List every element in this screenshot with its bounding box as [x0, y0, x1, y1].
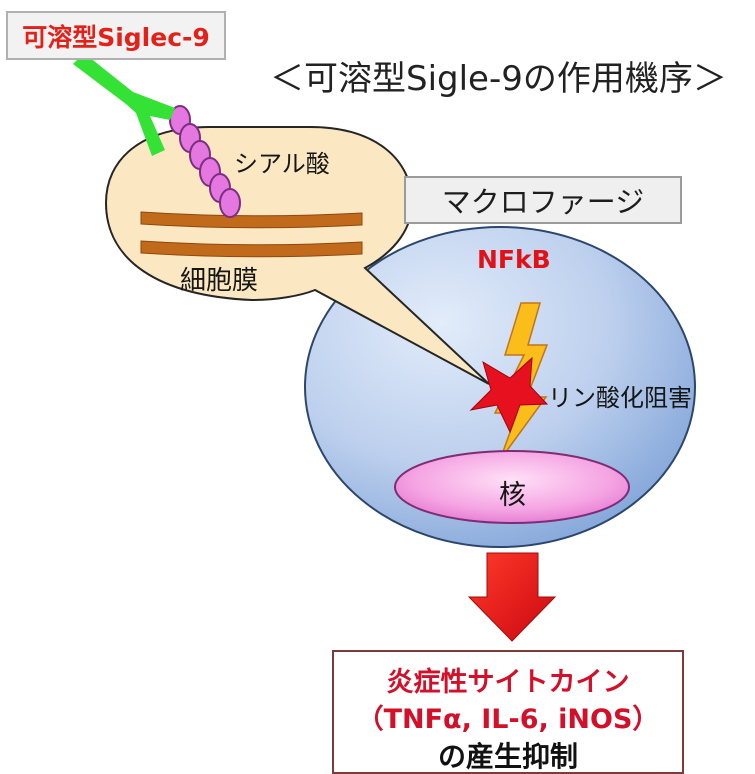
phosphorylation-inhibition-label: リン酸化阻害: [548, 384, 692, 412]
inhibition-cross-icon: [469, 356, 549, 434]
nucleus-label: 核: [499, 480, 526, 511]
cell-membrane-label: 細胞膜: [180, 266, 259, 296]
macrophage-label: マクロファージ: [404, 176, 682, 224]
result-line-cytokines: 炎症性サイトカイン: [386, 667, 630, 698]
sialic-acid-label: シアル酸: [234, 150, 330, 178]
nfkb-label: NFkB: [477, 245, 551, 274]
membrane-lower-layer: [140, 240, 363, 258]
result-line-suppression: の産生抑制: [437, 740, 578, 773]
down-arrow: [467, 552, 557, 642]
result-box: 炎症性サイトカイン （TNFα, IL-6, iNOS） の産生抑制: [332, 650, 684, 774]
diagram-title: ＜可溶型Sigle-9の作用機序＞: [270, 58, 727, 99]
nucleus: [394, 450, 630, 524]
sialic-acid-bead: [219, 188, 241, 218]
membrane-upper-layer: [140, 211, 363, 229]
soluble-siglec-label: 可溶型Siglec-9: [6, 11, 226, 60]
siglec9-antibody-icon: [73, 53, 175, 156]
result-line-cytokine-list: （TNFα, IL-6, iNOS）: [356, 704, 660, 735]
